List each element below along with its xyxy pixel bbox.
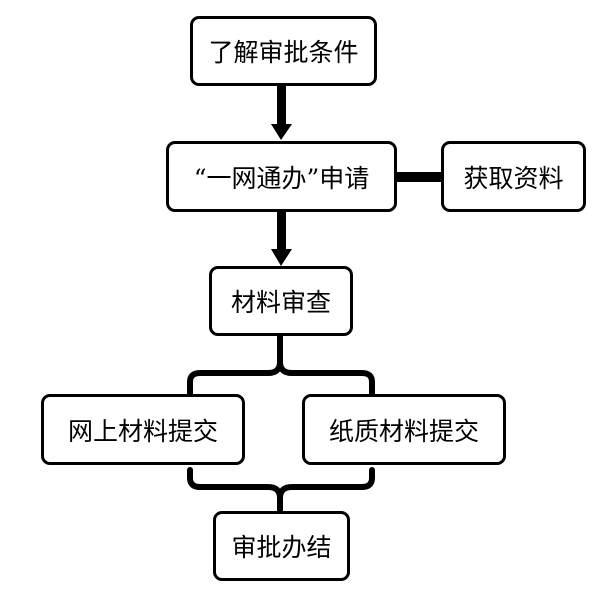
node-material-review-label: 材料审查 xyxy=(230,288,331,317)
node-online-submit-label: 网上材料提交 xyxy=(67,416,218,446)
arrow-learn-to-apply xyxy=(271,86,292,140)
line-apply-to-get-materials xyxy=(397,172,443,182)
node-approval-complete: 审批办结 xyxy=(213,511,350,581)
node-material-review: 材料审查 xyxy=(209,266,353,336)
node-approval-complete-label: 审批办结 xyxy=(231,533,332,562)
node-learn-conditions-label: 了解审批条件 xyxy=(208,38,359,67)
arrow-apply-to-review xyxy=(271,212,292,266)
brace-submissions-to-approval xyxy=(187,467,375,515)
node-paper-submit: 纸质材料提交 xyxy=(302,394,506,465)
node-online-apply-label: “一网通办”申请 xyxy=(193,163,370,193)
node-get-materials-label: 获取资料 xyxy=(463,163,564,193)
brace-review-to-submissions xyxy=(187,333,375,398)
node-online-submit: 网上材料提交 xyxy=(41,394,245,465)
node-learn-conditions: 了解审批条件 xyxy=(190,16,377,86)
node-get-materials: 获取资料 xyxy=(441,141,586,212)
node-online-apply: “一网通办”申请 xyxy=(166,141,397,212)
node-paper-submit-label: 纸质材料提交 xyxy=(328,416,479,446)
